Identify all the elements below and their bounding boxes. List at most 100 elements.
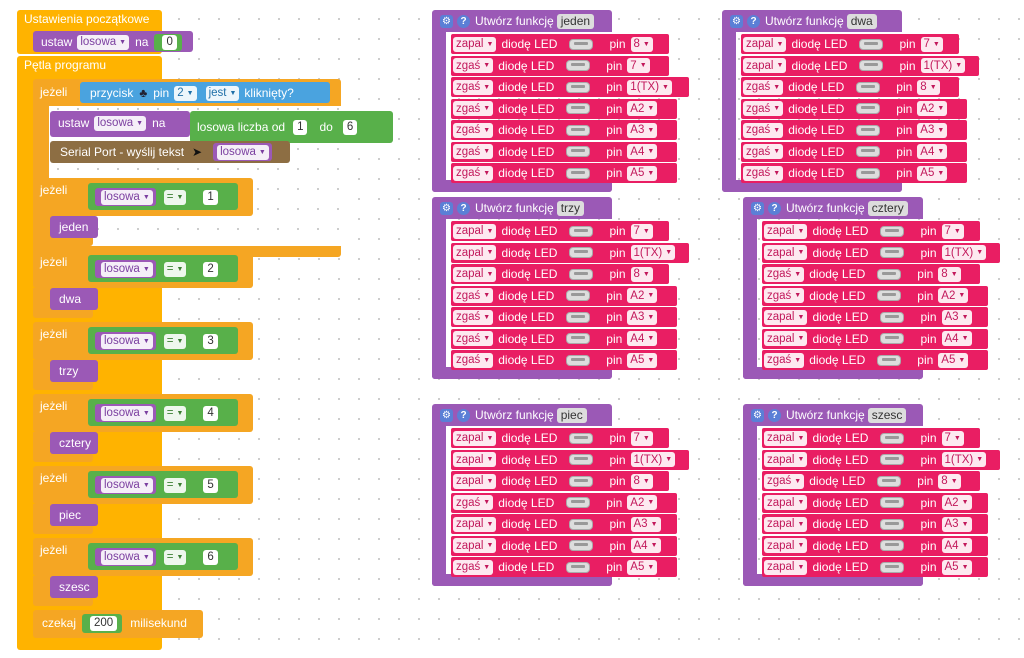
state-dropdown[interactable]: jest▼ bbox=[205, 85, 240, 101]
led-row[interactable] bbox=[451, 221, 669, 241]
led-action-dropdown[interactable]: zapal▼ bbox=[764, 430, 808, 446]
pin-dropdown[interactable]: 7▼ bbox=[920, 36, 943, 52]
pin-dropdown[interactable]: A2▼ bbox=[627, 288, 658, 303]
led-action-dropdown[interactable]: zapal▼ bbox=[764, 538, 808, 553]
function-name-field[interactable]: piec bbox=[556, 407, 587, 423]
compare-var-dropdown[interactable]: losowa▼ bbox=[101, 549, 153, 565]
pin-dropdown[interactable]: A4▼ bbox=[627, 144, 658, 159]
led-action-dropdown[interactable]: zapal▼ bbox=[764, 245, 808, 260]
call-function-block[interactable] bbox=[50, 360, 98, 382]
pin-dropdown[interactable]: 8▼ bbox=[938, 473, 961, 489]
led-action-dropdown[interactable]: zapal▼ bbox=[743, 58, 787, 73]
led-action-dropdown[interactable]: zgaś▼ bbox=[764, 288, 805, 303]
led-action-dropdown[interactable]: zgaś▼ bbox=[453, 495, 494, 510]
led-action-dropdown[interactable]: zgaś▼ bbox=[743, 165, 784, 181]
led-row[interactable] bbox=[451, 120, 677, 140]
compare-value[interactable]: 6 bbox=[203, 549, 218, 565]
pin-dropdown[interactable]: 7▼ bbox=[627, 58, 650, 73]
pin-dropdown[interactable]: A4▼ bbox=[941, 331, 972, 346]
pin-dropdown[interactable]: A2▼ bbox=[627, 101, 658, 116]
gear-icon[interactable]: ⚙ bbox=[440, 14, 453, 28]
led-row[interactable] bbox=[451, 535, 677, 556]
compare-value[interactable]: 2 bbox=[203, 261, 218, 277]
pin-dropdown[interactable]: 8▼ bbox=[938, 266, 961, 282]
operator-dropdown[interactable]: =▼ bbox=[163, 549, 187, 565]
led-row[interactable] bbox=[762, 350, 988, 370]
led-row[interactable] bbox=[451, 264, 669, 284]
pin-dropdown[interactable]: A3▼ bbox=[627, 309, 658, 325]
led-action-dropdown[interactable]: zgaś▼ bbox=[764, 352, 805, 368]
pin-dropdown[interactable]: A3▼ bbox=[917, 122, 948, 138]
led-action-dropdown[interactable]: zapal▼ bbox=[453, 266, 497, 282]
led-row[interactable] bbox=[762, 307, 988, 327]
led-row[interactable] bbox=[451, 285, 677, 306]
pin-dropdown[interactable]: A3▼ bbox=[630, 516, 661, 532]
pin-dropdown[interactable]: A4▼ bbox=[917, 144, 948, 159]
led-action-dropdown[interactable]: zgaś▼ bbox=[453, 101, 494, 116]
pin-dropdown[interactable]: A3▼ bbox=[941, 309, 972, 325]
pin-dropdown[interactable]: 7▼ bbox=[630, 223, 653, 239]
pin-dropdown[interactable]: A2▼ bbox=[941, 495, 972, 510]
pin-dropdown[interactable]: A4▼ bbox=[941, 538, 972, 553]
led-row[interactable] bbox=[451, 328, 677, 349]
led-action-dropdown[interactable]: zapal▼ bbox=[453, 516, 497, 532]
led-action-dropdown[interactable]: zgaś▼ bbox=[453, 122, 494, 138]
led-action-dropdown[interactable]: zgaś▼ bbox=[453, 331, 494, 346]
serial-var-dropdown[interactable]: losowa▼ bbox=[217, 144, 269, 160]
led-row[interactable] bbox=[451, 141, 677, 162]
button-condition[interactable] bbox=[80, 82, 330, 103]
gear-icon[interactable]: ⚙ bbox=[440, 408, 453, 422]
pin-dropdown[interactable]: A4▼ bbox=[630, 538, 661, 553]
compare-value[interactable]: 5 bbox=[203, 477, 218, 493]
compare-var-dropdown[interactable]: losowa▼ bbox=[101, 477, 153, 493]
led-action-dropdown[interactable]: zgaś▼ bbox=[453, 288, 494, 303]
pin-dropdown[interactable]: A5▼ bbox=[627, 165, 658, 181]
led-action-dropdown[interactable]: zgaś▼ bbox=[743, 79, 784, 95]
pin-dropdown[interactable]: 1(TX)▼ bbox=[627, 79, 672, 95]
led-action-dropdown[interactable]: zapal▼ bbox=[764, 495, 808, 510]
led-action-dropdown[interactable]: zapal▼ bbox=[764, 559, 808, 575]
led-action-dropdown[interactable]: zapal▼ bbox=[453, 538, 497, 553]
led-row[interactable] bbox=[451, 514, 677, 534]
led-action-dropdown[interactable]: zapal▼ bbox=[764, 223, 808, 239]
led-row[interactable] bbox=[451, 471, 669, 491]
led-action-dropdown[interactable]: zgaś▼ bbox=[453, 165, 494, 181]
led-action-dropdown[interactable]: zgaś▼ bbox=[453, 58, 494, 73]
led-action-dropdown[interactable]: zgaś▼ bbox=[453, 559, 494, 575]
pin-dropdown[interactable]: 1(TX)▼ bbox=[941, 452, 987, 467]
pin-dropdown[interactable]: 1(TX)▼ bbox=[630, 245, 676, 260]
led-row[interactable] bbox=[741, 77, 959, 97]
help-icon[interactable]: ? bbox=[768, 201, 781, 215]
help-icon[interactable]: ? bbox=[457, 14, 470, 28]
compare-var-dropdown[interactable]: losowa▼ bbox=[101, 261, 153, 277]
led-action-dropdown[interactable]: zapal▼ bbox=[453, 430, 497, 446]
pin-dropdown[interactable]: A5▼ bbox=[941, 559, 972, 575]
led-action-dropdown[interactable]: zapal▼ bbox=[453, 245, 497, 260]
pin-dropdown[interactable]: A3▼ bbox=[627, 122, 658, 138]
led-row[interactable] bbox=[762, 285, 988, 306]
led-action-dropdown[interactable]: zgaś▼ bbox=[453, 144, 494, 159]
operator-dropdown[interactable]: =▼ bbox=[163, 333, 187, 349]
random-block[interactable] bbox=[190, 111, 393, 143]
led-action-dropdown[interactable]: zapal▼ bbox=[453, 452, 497, 467]
led-action-dropdown[interactable]: zapal▼ bbox=[453, 36, 497, 52]
pin-dropdown[interactable]: A2▼ bbox=[917, 101, 948, 116]
led-action-dropdown[interactable]: zgaś▼ bbox=[453, 79, 494, 95]
led-row[interactable] bbox=[741, 98, 967, 119]
setup-value[interactable]: 0 bbox=[162, 34, 177, 50]
compare-var-dropdown[interactable]: losowa▼ bbox=[101, 405, 153, 421]
led-action-dropdown[interactable]: zgaś▼ bbox=[743, 122, 784, 138]
gear-icon[interactable]: ⚙ bbox=[751, 408, 764, 422]
gear-icon[interactable]: ⚙ bbox=[440, 201, 453, 215]
led-row[interactable] bbox=[741, 34, 959, 54]
compare-var-dropdown[interactable]: losowa▼ bbox=[101, 189, 153, 205]
led-row[interactable] bbox=[762, 535, 988, 556]
led-action-dropdown[interactable]: zapal▼ bbox=[764, 309, 808, 325]
help-icon[interactable]: ? bbox=[457, 201, 470, 215]
pin-dropdown[interactable]: 1(TX)▼ bbox=[630, 452, 676, 467]
pin-dropdown[interactable]: A5▼ bbox=[627, 352, 658, 368]
led-action-dropdown[interactable]: zgaś▼ bbox=[453, 352, 494, 368]
function-name-field[interactable]: dwa bbox=[846, 13, 877, 29]
help-icon[interactable]: ? bbox=[457, 408, 470, 422]
led-row[interactable] bbox=[451, 350, 677, 370]
